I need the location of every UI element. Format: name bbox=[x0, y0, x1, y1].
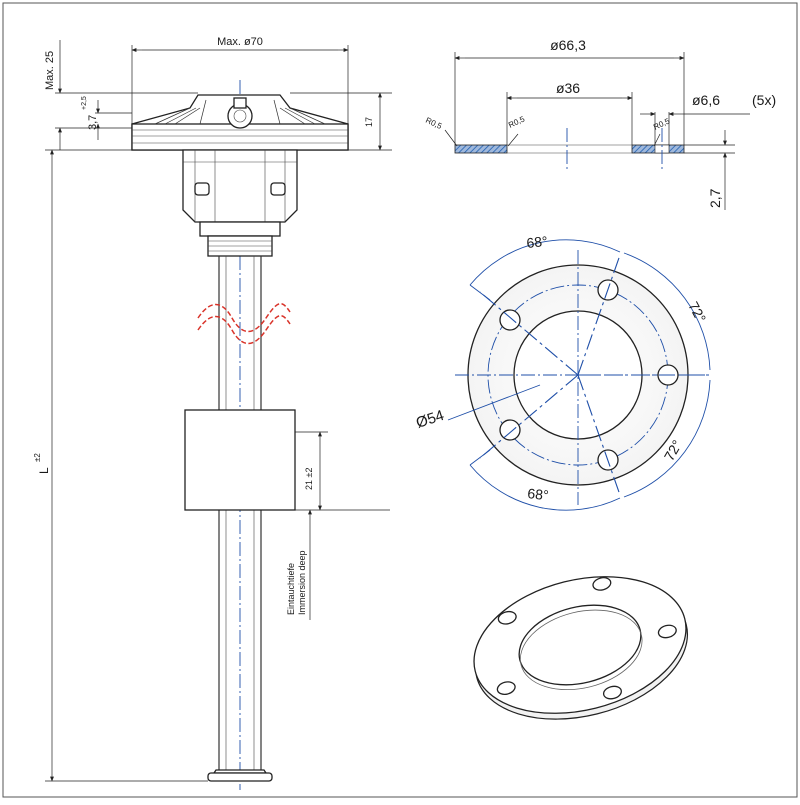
bolt-circle-label: Ø54 bbox=[414, 407, 446, 432]
thickness-label: 2,7 bbox=[707, 188, 723, 208]
clip-right-icon bbox=[270, 182, 286, 196]
section-left bbox=[454, 144, 508, 154]
sensor-side-view: Max. 25 3,7 +2,5 Max. ø70 17 L ±2 bbox=[33, 36, 392, 790]
gasket-top-view: 68° 72° 72° 68° Ø54 bbox=[414, 233, 711, 511]
angle-label-top: 68° bbox=[526, 233, 549, 251]
sensor-nut bbox=[199, 221, 281, 237]
iso-hole-2 bbox=[592, 577, 612, 591]
gasket-section-view: ø66,3 ø36 ø6,6 (5x) R0,5 R0,5 R0,5 2,7 bbox=[424, 37, 776, 210]
radius-label-1: R0,5 bbox=[424, 116, 444, 132]
immersion-label-en: Immersion deep bbox=[297, 550, 307, 615]
flange-offset-tolerance: +2,5 bbox=[81, 96, 88, 110]
float bbox=[184, 409, 296, 511]
length-label: L bbox=[37, 467, 51, 474]
bolt-hole-4 bbox=[499, 419, 521, 441]
float-offset-label: 21 ±2 bbox=[304, 468, 314, 490]
max-height-label: Max. 25 bbox=[44, 51, 56, 90]
break-mark-icon bbox=[197, 303, 291, 345]
hole-count-label: (5x) bbox=[752, 92, 776, 108]
angle-label-bottom: 68° bbox=[527, 485, 550, 503]
top-diameter-label: Max. ø70 bbox=[217, 36, 263, 48]
angle-label-right-upper: 72° bbox=[685, 299, 709, 325]
sensor-foot bbox=[207, 772, 273, 782]
gasket-isometric-view bbox=[473, 576, 689, 720]
head-height-label: 17 bbox=[364, 117, 374, 127]
outer-diameter-label: ø66,3 bbox=[550, 37, 586, 53]
iso-hole-1 bbox=[497, 610, 517, 625]
iso-hole-4 bbox=[602, 685, 622, 700]
flange-offset-label: 3,7 bbox=[87, 115, 99, 130]
iso-inner-opening bbox=[518, 604, 642, 686]
bolt-hole-5 bbox=[499, 309, 521, 331]
iso-hole-3 bbox=[657, 624, 677, 639]
length-tolerance: ±2 bbox=[33, 453, 42, 462]
radius-label-2: R0,5 bbox=[507, 114, 527, 130]
immersion-label-de: Eintauchtiefe bbox=[286, 563, 296, 615]
hole-diameter-label: ø6,6 bbox=[692, 92, 720, 108]
iso-hole-5 bbox=[496, 681, 516, 695]
inner-diameter-label: ø36 bbox=[556, 80, 580, 96]
clip-left-icon bbox=[194, 182, 210, 196]
